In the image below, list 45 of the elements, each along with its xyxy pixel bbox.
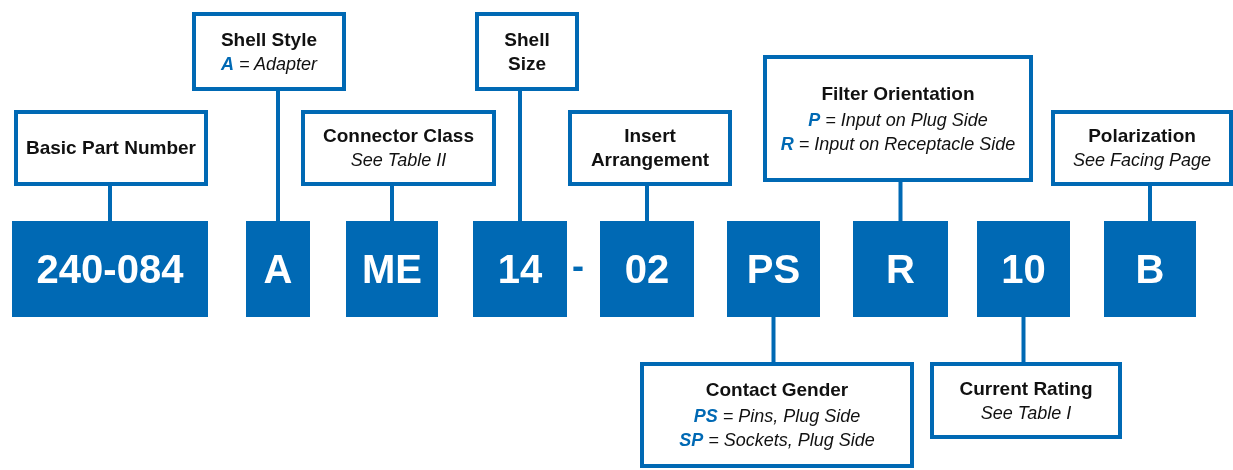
field-title: Connector Class (322, 124, 475, 148)
leader-line (1021, 317, 1026, 362)
field-description: See Table II (349, 149, 448, 172)
field-title: Polarization (1087, 124, 1197, 148)
description-box (763, 55, 1033, 182)
leader-line (645, 186, 649, 221)
code-box: A (246, 221, 310, 317)
leader-line (518, 91, 522, 221)
field-title: Basic Part Number (25, 136, 197, 160)
description-box (14, 110, 208, 186)
description-box (640, 362, 914, 468)
field-title: Filter Orientation (821, 81, 975, 106)
leader-line (898, 182, 903, 221)
field-description: SP = Sockets, Plug Side (679, 429, 875, 452)
field-description: See Facing Page (1071, 149, 1213, 172)
code-box: PS (727, 221, 820, 317)
description-box (568, 110, 732, 186)
field-description: R = Input on Receptacle Side (780, 132, 1016, 156)
description-box (930, 362, 1122, 439)
field-title: Contact Gender (705, 378, 849, 402)
description-box (1051, 110, 1233, 186)
leader-line (276, 91, 280, 221)
code-box: 240-084 (12, 221, 208, 317)
description-box (475, 12, 579, 91)
field-title: Shell Style (219, 27, 319, 52)
field-description: See Table I (979, 401, 1073, 425)
description-box (192, 12, 346, 91)
code-box: B (1104, 221, 1196, 317)
code-box: ME (346, 221, 438, 317)
field-description: PS = Pins, Plug Side (693, 405, 861, 428)
field-title: Shell Size (503, 27, 551, 76)
separator-dash: - (572, 245, 584, 287)
field-title: Current Rating (958, 376, 1094, 401)
code-box: 10 (977, 221, 1070, 317)
leader-line (771, 317, 776, 362)
field-description: A = Adapter (220, 52, 319, 76)
description-box (301, 110, 496, 186)
field-description: P = Input on Plug Side (808, 108, 988, 132)
code-box: R (853, 221, 948, 317)
leader-line (108, 186, 112, 221)
leader-line (390, 186, 394, 221)
leader-line (1148, 186, 1152, 221)
field-title: Insert Arrangement (589, 124, 711, 172)
code-box: 14 (473, 221, 567, 317)
code-box: 02 (600, 221, 694, 317)
